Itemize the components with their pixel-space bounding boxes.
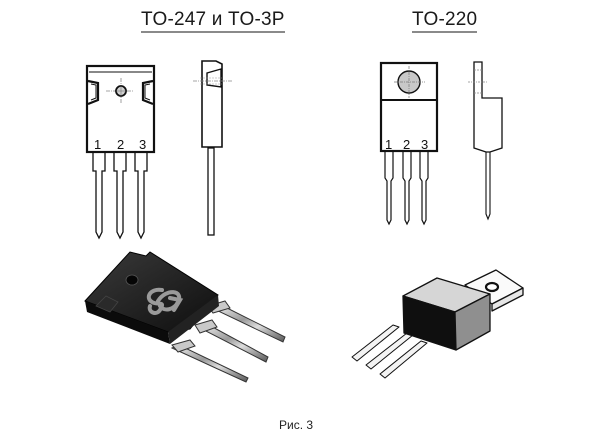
to247-3d-mounting-hole [125, 274, 139, 286]
to220-title: TO-220 [412, 10, 478, 33]
to220-pin-1-label: 1 [385, 137, 392, 152]
manufacturer-logo-icon [146, 287, 184, 315]
to247-3d-view [84, 251, 286, 383]
figure-caption: Рис. 3 [279, 418, 314, 432]
to220-front-view [379, 61, 439, 226]
to220-3d-leads [351, 324, 428, 379]
to247-pin-3-label: 3 [139, 137, 146, 152]
to220-pin-2-label: 2 [403, 137, 410, 152]
to247-pin-1-label: 1 [94, 137, 101, 152]
to220-front-leads [384, 150, 429, 226]
to220-pin-3-label: 3 [421, 137, 428, 152]
to247-front-view [85, 64, 156, 240]
to247-title: TO-247 и TO-3P [141, 10, 285, 33]
to247-side-view [193, 60, 232, 236]
to220-side-view [468, 61, 503, 221]
to247-3d-leads [170, 300, 286, 383]
to247-front-body [85, 64, 156, 154]
to220-3d-mounting-hole [484, 281, 500, 293]
to247-front-leads [92, 150, 148, 240]
to220-3d-view [351, 269, 524, 379]
to247-pin-2-label: 2 [117, 137, 124, 152]
